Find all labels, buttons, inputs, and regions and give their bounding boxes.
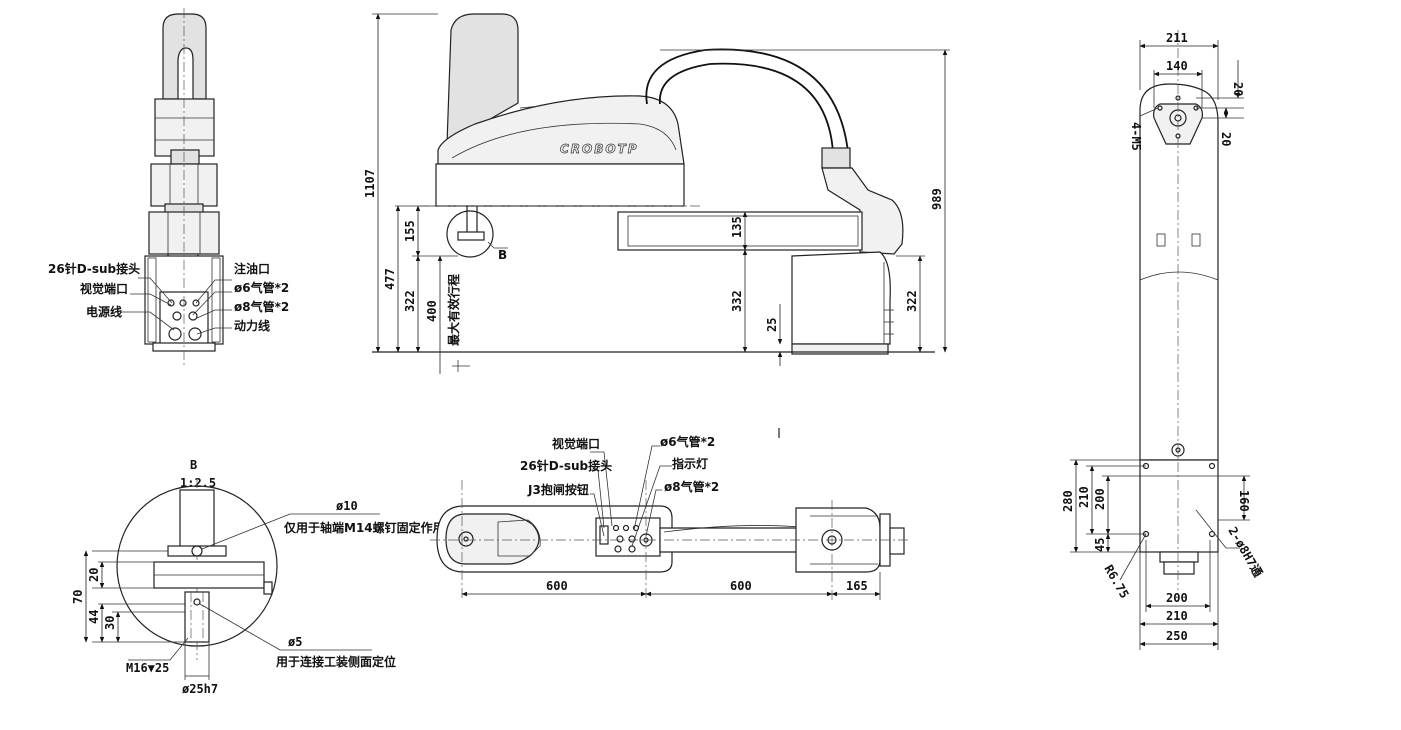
stroke-label: 最大有效行程	[446, 274, 461, 346]
dim-600-a: 600	[546, 579, 568, 593]
dim-477: 477	[383, 268, 397, 290]
top-callout-vision: 视觉端口	[552, 436, 600, 451]
detail-ref-b: B	[498, 248, 507, 262]
dim-600-b: 600	[730, 579, 752, 593]
dim-70: 70	[71, 590, 85, 604]
top-callout-air8: ø8气管*2	[664, 479, 719, 494]
top-callout-brake: J3抱闸按钮	[527, 482, 589, 497]
dim-210-bottom: 210	[1166, 609, 1188, 623]
dim-dia5: ø5	[288, 635, 302, 649]
dim-280: 280	[1061, 490, 1075, 512]
dim-210-left: 210	[1077, 486, 1091, 508]
top-callout-air6: ø6气管*2	[660, 434, 715, 449]
dim-140: 140	[1166, 59, 1188, 73]
dim-dia10: ø10	[336, 499, 358, 513]
note-dia10: 仅用于轴端M14螺钉固定作用	[283, 520, 445, 535]
note-dia5: 用于连接工装侧面定位	[275, 654, 396, 669]
callout-air6: ø6气管*2	[234, 280, 289, 295]
dim-200-left: 200	[1093, 488, 1107, 510]
side-view: B CROBOTP 1107 477 155 322 400 最大有效行程 13…	[363, 13, 950, 438]
dim-20-mid: 20	[1219, 132, 1233, 146]
callout-air8: ø8气管*2	[234, 299, 289, 314]
tap-spec: 4-M5	[1129, 122, 1143, 151]
callout-oil: 注油口	[234, 261, 270, 276]
dim-165: 165	[846, 579, 868, 593]
dim-total-height: 1107	[363, 169, 377, 198]
dim-211: 211	[1166, 31, 1188, 45]
dim-135: 135	[730, 216, 744, 238]
detail-title: B	[190, 458, 197, 472]
detail-b-view: B 1:2.5 70 20 44 30 ø10 仅用于轴端M14螺钉固定作用 ø…	[71, 458, 445, 696]
dim-989: 989	[930, 188, 944, 210]
dim-44: 44	[87, 610, 101, 624]
detail-scale: 1:2.5	[180, 476, 216, 490]
callout-vision: 视觉端口	[80, 281, 128, 296]
dim-45: 45	[1093, 538, 1107, 552]
dim-30: 30	[103, 616, 117, 630]
dim-322-right: 322	[905, 290, 919, 312]
brand-logo: CROBOTP	[560, 142, 639, 156]
thread-spec: M16▼25	[126, 661, 169, 675]
dim-332: 332	[730, 290, 744, 312]
callout-dsub: 26针D-sub接头	[48, 261, 140, 276]
pin-spec: 2-ø8H7通	[1225, 524, 1266, 579]
dim-250-bottom: 250	[1166, 629, 1188, 643]
dim-stroke: 400	[425, 300, 439, 322]
dim-155: 155	[403, 220, 417, 242]
top-callout-led: 指示灯	[672, 456, 708, 471]
callout-power: 电源线	[86, 304, 122, 319]
dim-shaft: ø25h7	[182, 682, 218, 696]
dim-20: 20	[87, 568, 101, 582]
top-callout-dsub: 26针D-sub接头	[520, 458, 612, 473]
front-view: 26针D-sub接头 视觉端口 电源线 注油口 ø6气管*2 ø8气管*2 动力…	[48, 8, 289, 365]
right-view: 211 140 20 20 4-M5 280 210 200 45 160 2-…	[1061, 30, 1266, 650]
dim-160: 160	[1237, 490, 1251, 512]
top-view: 视觉端口 26针D-sub接头 J3抱闸按钮 ø6气管*2 指示灯 ø8气管*2…	[430, 434, 910, 600]
dim-25: 25	[765, 318, 779, 332]
callout-motor: 动力线	[234, 318, 270, 333]
dim-200-bottom: 200	[1166, 591, 1188, 605]
dim-20-top: 20	[1231, 82, 1245, 96]
dim-322-left: 322	[403, 290, 417, 312]
